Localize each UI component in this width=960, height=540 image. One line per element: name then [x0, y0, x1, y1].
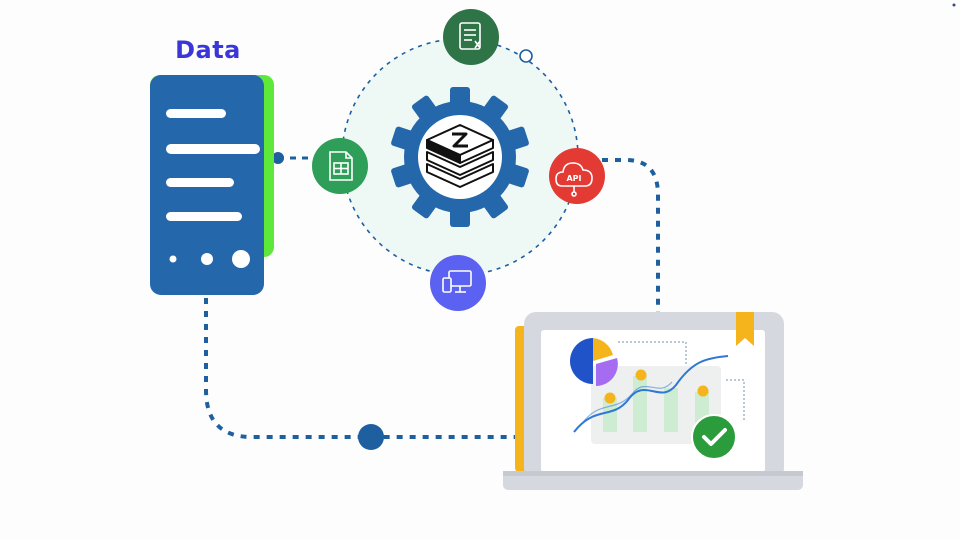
devices-node — [430, 255, 486, 311]
excel-icon — [459, 22, 481, 50]
spreadsheet-node — [312, 138, 368, 194]
dashboard-card — [591, 366, 721, 444]
check-icon — [702, 428, 727, 446]
api-label: API — [566, 174, 581, 183]
diagram-title: Data — [175, 36, 241, 64]
trend-line — [573, 355, 729, 433]
connector-api-laptop — [602, 158, 660, 312]
connector-dot-server — [272, 152, 284, 164]
connector-server-laptop — [204, 298, 518, 439]
server-icon — [150, 75, 274, 295]
connector-dot-mid — [358, 424, 384, 450]
api-node: API — [549, 148, 605, 204]
orbit-marker — [519, 49, 533, 63]
excel-node — [443, 9, 499, 65]
card-outline-top — [618, 341, 687, 364]
card-outline-right — [726, 379, 745, 420]
api-cloud-icon — [555, 162, 593, 197]
pie-chart-icon — [570, 338, 618, 386]
bookmark-icon — [736, 312, 754, 346]
check-badge — [691, 414, 737, 460]
corner-dot — [952, 3, 956, 7]
spreadsheet-icon — [329, 151, 353, 181]
devices-icon — [442, 270, 472, 293]
trend-line-secondary — [579, 381, 673, 427]
layers-logo-icon — [426, 124, 494, 188]
dashboard-dots — [604, 369, 709, 404]
